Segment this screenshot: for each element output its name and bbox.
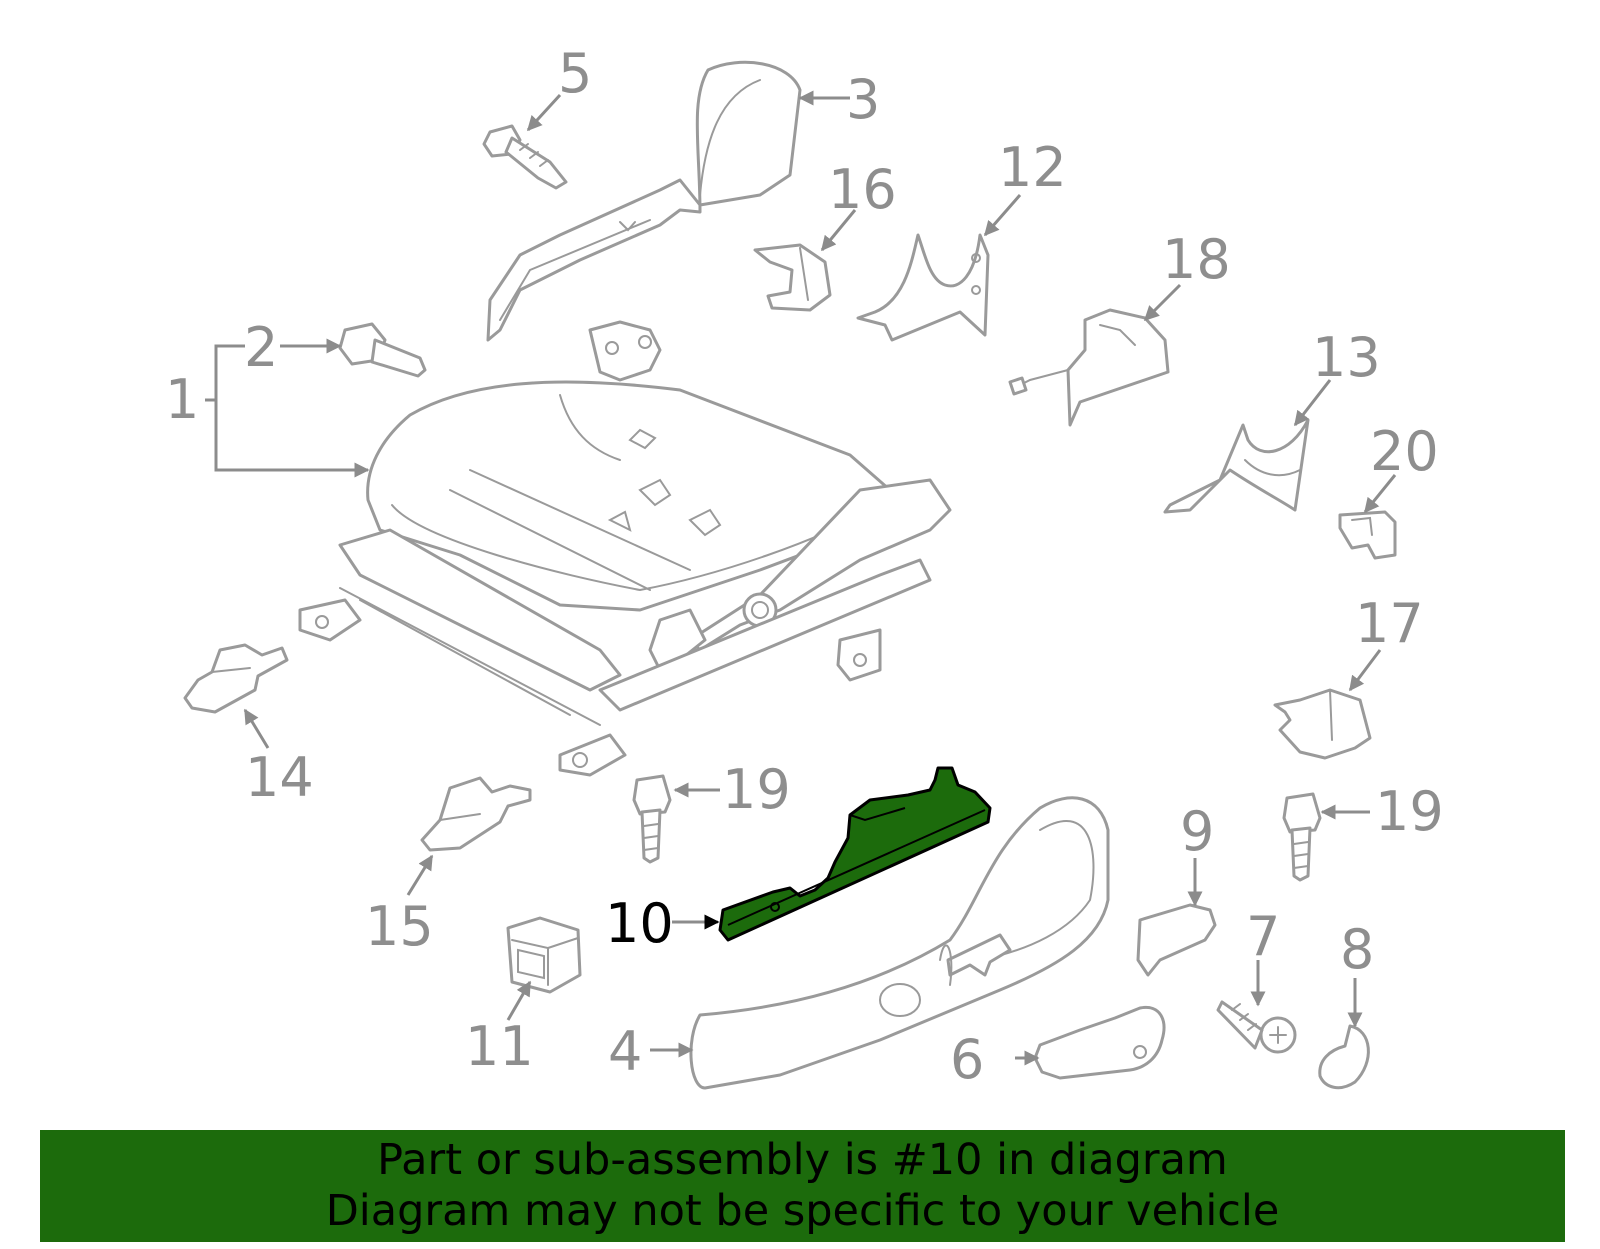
callout-labels: 5 3 16 12 18 13 20 2 1 14 19 17 19 9 15 … <box>165 42 1444 1091</box>
callout-18: 18 <box>1162 228 1231 291</box>
part-18-bracket <box>1008 308 1170 427</box>
callout-2: 2 <box>244 316 278 379</box>
part-9-knob <box>1136 903 1217 977</box>
callout-12: 12 <box>998 136 1067 199</box>
callout-14: 14 <box>245 746 314 809</box>
callout-19-b: 19 <box>1375 780 1444 843</box>
part-17-bracket <box>1273 688 1372 760</box>
callout-19-a: 19 <box>722 758 791 821</box>
banner-line-2: Diagram may not be specific to your vehi… <box>325 1186 1280 1236</box>
callout-5: 5 <box>558 42 592 105</box>
banner-line-1: Part or sub-assembly is #10 in diagram <box>377 1135 1228 1185</box>
part-19-bolt-b <box>1282 792 1322 882</box>
callout-13: 13 <box>1312 326 1381 389</box>
part-1-seat-cushion-frame <box>298 320 952 777</box>
callout-6: 6 <box>950 1028 984 1091</box>
part-13-bracket <box>1163 418 1310 514</box>
callout-17: 17 <box>1355 592 1424 655</box>
leader-lines <box>205 90 1397 1066</box>
part-6-handle <box>1033 1005 1166 1080</box>
part-2-bolt <box>338 322 427 378</box>
callout-15: 15 <box>365 895 434 958</box>
part-7-screw <box>1216 1000 1297 1054</box>
callout-7: 7 <box>1246 905 1280 968</box>
callout-3: 3 <box>846 68 880 131</box>
part-10-highlighted-trim <box>718 766 992 942</box>
part-15-foot-cover <box>420 776 532 852</box>
callout-8: 8 <box>1340 918 1374 981</box>
callout-9: 9 <box>1180 800 1214 863</box>
part-4-side-shield <box>689 796 1110 1090</box>
part-11-switch <box>506 916 582 994</box>
callout-4: 4 <box>608 1020 642 1083</box>
part-5-bolt <box>482 124 568 190</box>
part-16-bracket <box>753 243 832 312</box>
callout-20: 20 <box>1370 420 1439 483</box>
callout-11: 11 <box>465 1015 534 1078</box>
part-12-bracket <box>856 233 990 342</box>
part-3-side-cover <box>486 60 802 342</box>
part-20-clip <box>1338 510 1397 560</box>
callout-10: 10 <box>605 892 674 955</box>
part-14-foot-cover <box>183 643 289 714</box>
part-8-cap <box>1318 1024 1370 1090</box>
part-19-bolt-a <box>632 774 672 864</box>
info-banner: Part or sub-assembly is #10 in diagram D… <box>40 1130 1565 1242</box>
callout-1: 1 <box>165 368 199 431</box>
callout-16: 16 <box>828 158 897 221</box>
